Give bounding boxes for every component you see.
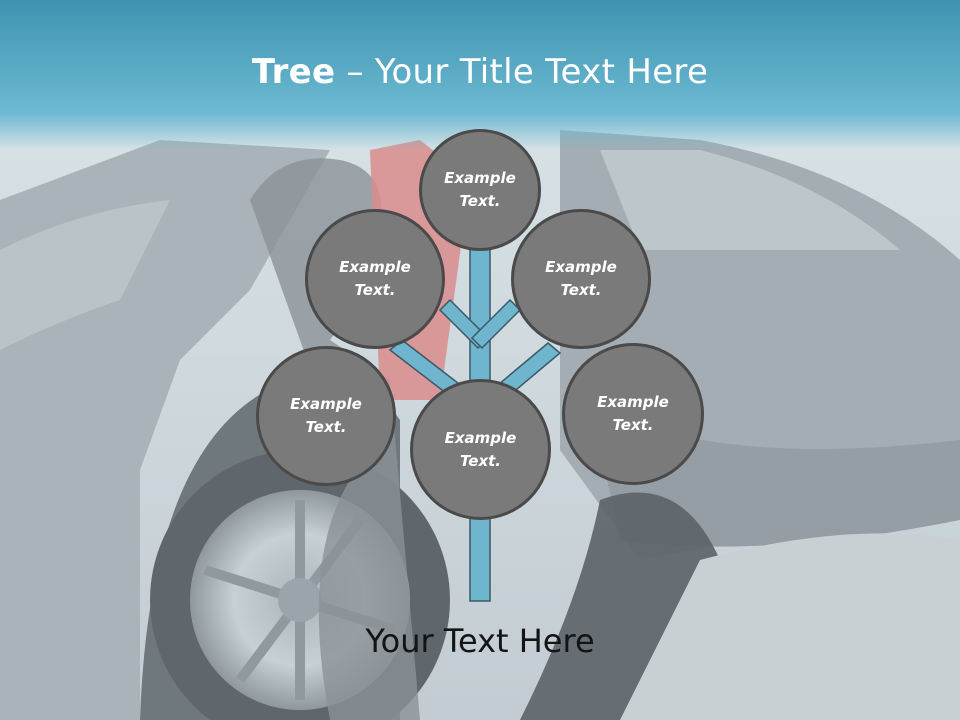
node-top-line2: Text. bbox=[459, 192, 501, 210]
slide-title: Tree – Your Title Text Here bbox=[0, 52, 960, 92]
title-dash: – bbox=[335, 52, 375, 92]
node-upper-left-line2: Text. bbox=[354, 281, 396, 299]
node-center-line1: Example bbox=[444, 428, 517, 447]
node-upper-right-line1: Example bbox=[545, 258, 617, 276]
node-lower-right-line2: Text. bbox=[612, 416, 654, 434]
footer-text: Your Text Here bbox=[365, 622, 595, 660]
title-bar bbox=[0, 0, 960, 150]
node-upper-left-line1: Example bbox=[339, 258, 411, 276]
node-center-line2: Text. bbox=[459, 451, 501, 470]
node-upper-right-line2: Text. bbox=[560, 281, 602, 299]
node-lower-left-line1: Example bbox=[290, 395, 362, 413]
title-bold: Tree bbox=[251, 52, 336, 92]
node-lower-left-line2: Text. bbox=[305, 418, 347, 436]
title-rest: Your Title Text Here bbox=[374, 52, 709, 92]
node-top-line1: Example bbox=[444, 169, 516, 187]
node-lower-right-line1: Example bbox=[597, 393, 669, 411]
